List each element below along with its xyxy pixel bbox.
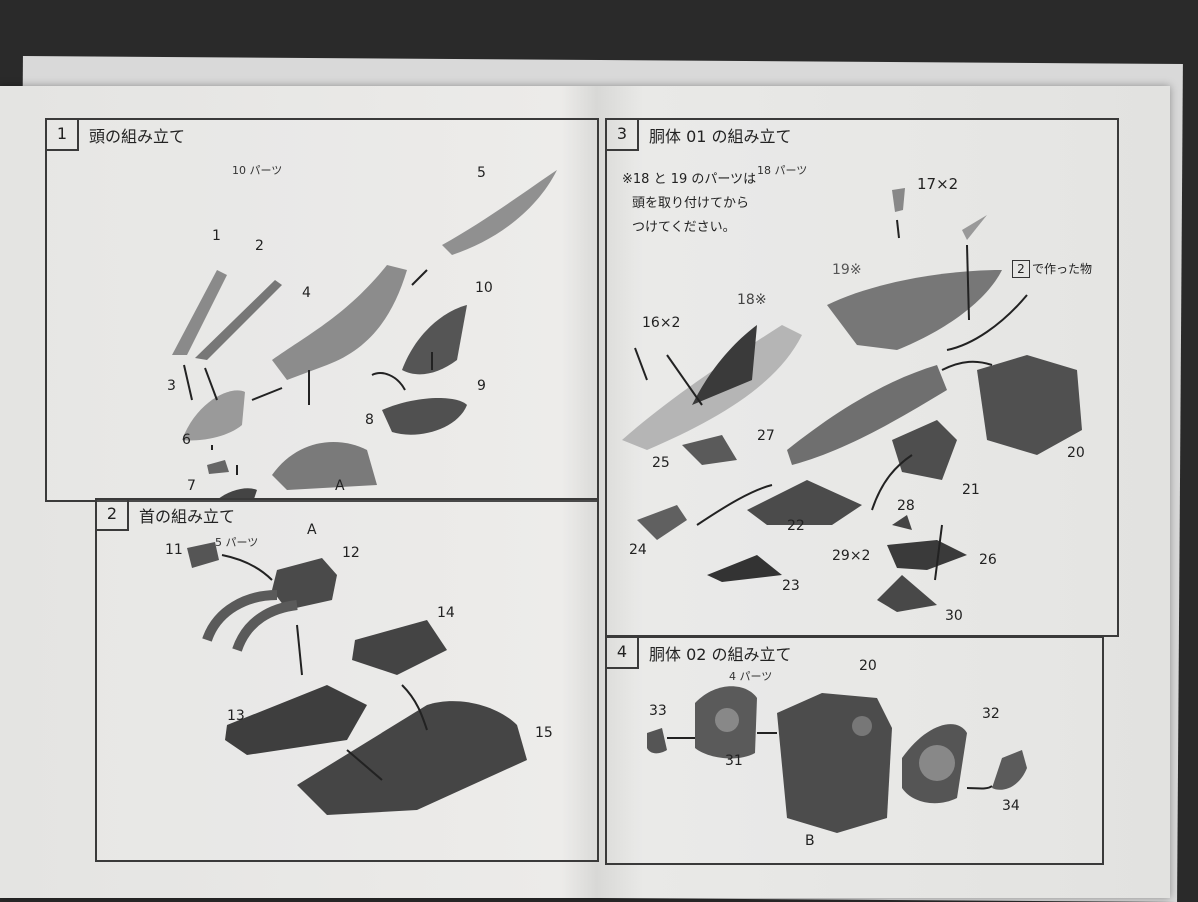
s1-label-9: 9: [477, 378, 486, 394]
ref-box-number: 2: [1012, 260, 1030, 278]
s4-label-34: 34: [1002, 798, 1020, 814]
note-line-1: ※18 と 19 のパーツは: [622, 172, 757, 187]
section-3-title: 胴体 01 の組み立て: [649, 127, 792, 146]
s1-label-10: 10: [475, 280, 493, 296]
s3-label-21: 21: [962, 482, 980, 498]
s4-label-33: 33: [649, 703, 667, 719]
section-4-part-count: 4 パーツ: [729, 670, 773, 683]
s2-label-11: 11: [165, 542, 183, 558]
section-3-illustration: [622, 188, 1082, 612]
ref-text: で作った物: [1032, 262, 1093, 276]
section-4-title: 胴体 02 の組み立て: [649, 645, 792, 664]
note-line-3: つけてください。: [632, 220, 736, 235]
section-3-number: 3: [607, 119, 639, 151]
s3-label-29x2: 29×2: [832, 548, 871, 564]
s3-label-19: 19※: [832, 262, 862, 278]
s3-label-25: 25: [652, 455, 670, 471]
s4-label-31: 31: [725, 753, 743, 769]
s3-label-28: 28: [897, 498, 915, 514]
s3-label-24: 24: [629, 542, 647, 558]
section-3-header: 3 胴体 01 の組み立て: [607, 119, 792, 151]
s1-label-2: 2: [255, 238, 264, 254]
s4-label-20: 20: [859, 658, 877, 674]
s1-label-7: 7: [187, 478, 196, 494]
s3-label-20: 20: [1067, 445, 1085, 461]
s2-label-13: 13: [227, 708, 245, 724]
s3-label-30: 30: [945, 608, 963, 624]
s1-label-A: A: [335, 478, 345, 494]
section-1-number: 1: [47, 119, 79, 151]
section-2-number: 2: [97, 499, 129, 531]
section-2-panel: 2 首の組み立て 5 パーツ 11 12 13 14 15 A: [95, 498, 599, 862]
section-1-part-count: 10 パーツ: [232, 164, 283, 177]
section-2-header: 2 首の組み立て: [97, 499, 236, 531]
section-1-header: 1 頭の組み立て: [47, 119, 186, 151]
s3-label-16x2: 16×2: [642, 315, 681, 331]
section-1-title: 頭の組み立て: [89, 127, 186, 146]
section-1-panel: 1 頭の組み立て 10 パーツ 1 2 3 4 5: [45, 118, 599, 502]
instruction-sheet: 1 頭の組み立て 10 パーツ 1 2 3 4 5: [0, 86, 1170, 898]
section-4-number: 4: [607, 637, 639, 669]
s1-label-4: 4: [302, 285, 311, 301]
s3-label-22: 22: [787, 518, 805, 534]
s1-label-3: 3: [167, 378, 176, 394]
s2-label-15: 15: [535, 725, 553, 741]
section-2-part-count: 5 パーツ: [215, 536, 259, 549]
s3-label-23: 23: [782, 578, 800, 594]
s1-label-6: 6: [182, 432, 191, 448]
section-4-panel: 4 胴体 02 の組み立て 4 パーツ 20 31 32 33 34 B: [605, 636, 1104, 865]
section-2-title: 首の組み立て: [139, 507, 236, 526]
s3-label-26: 26: [979, 552, 997, 568]
s4-label-32: 32: [982, 706, 1000, 722]
s3-label-17x2: 17×2: [917, 175, 959, 193]
section-3-note: ※18 と 19 のパーツは 頭を取り付けてから つけてください。: [622, 168, 756, 240]
section-1-illustration: [172, 170, 557, 500]
section-3-panel: 3 胴体 01 の組み立て 18 パーツ ※18 と 19 のパーツは 頭を取り…: [605, 118, 1119, 637]
s1-label-8: 8: [365, 412, 374, 428]
section-3-part-count: 18 パーツ: [757, 164, 808, 177]
s3-label-27: 27: [757, 428, 775, 444]
section-2-illustration: [187, 542, 527, 815]
s1-label-1: 1: [212, 228, 221, 244]
section-4-illustration: [647, 686, 1027, 833]
s2-label-A: A: [307, 522, 317, 538]
note-line-2: 頭を取り付けてから: [632, 196, 750, 211]
s1-label-5: 5: [477, 165, 486, 181]
s3-label-18: 18※: [737, 292, 767, 308]
s2-label-14: 14: [437, 605, 455, 621]
s4-label-B: B: [805, 833, 815, 849]
s2-label-12: 12: [342, 545, 360, 561]
section-4-header: 4 胴体 02 の組み立て: [607, 637, 792, 669]
